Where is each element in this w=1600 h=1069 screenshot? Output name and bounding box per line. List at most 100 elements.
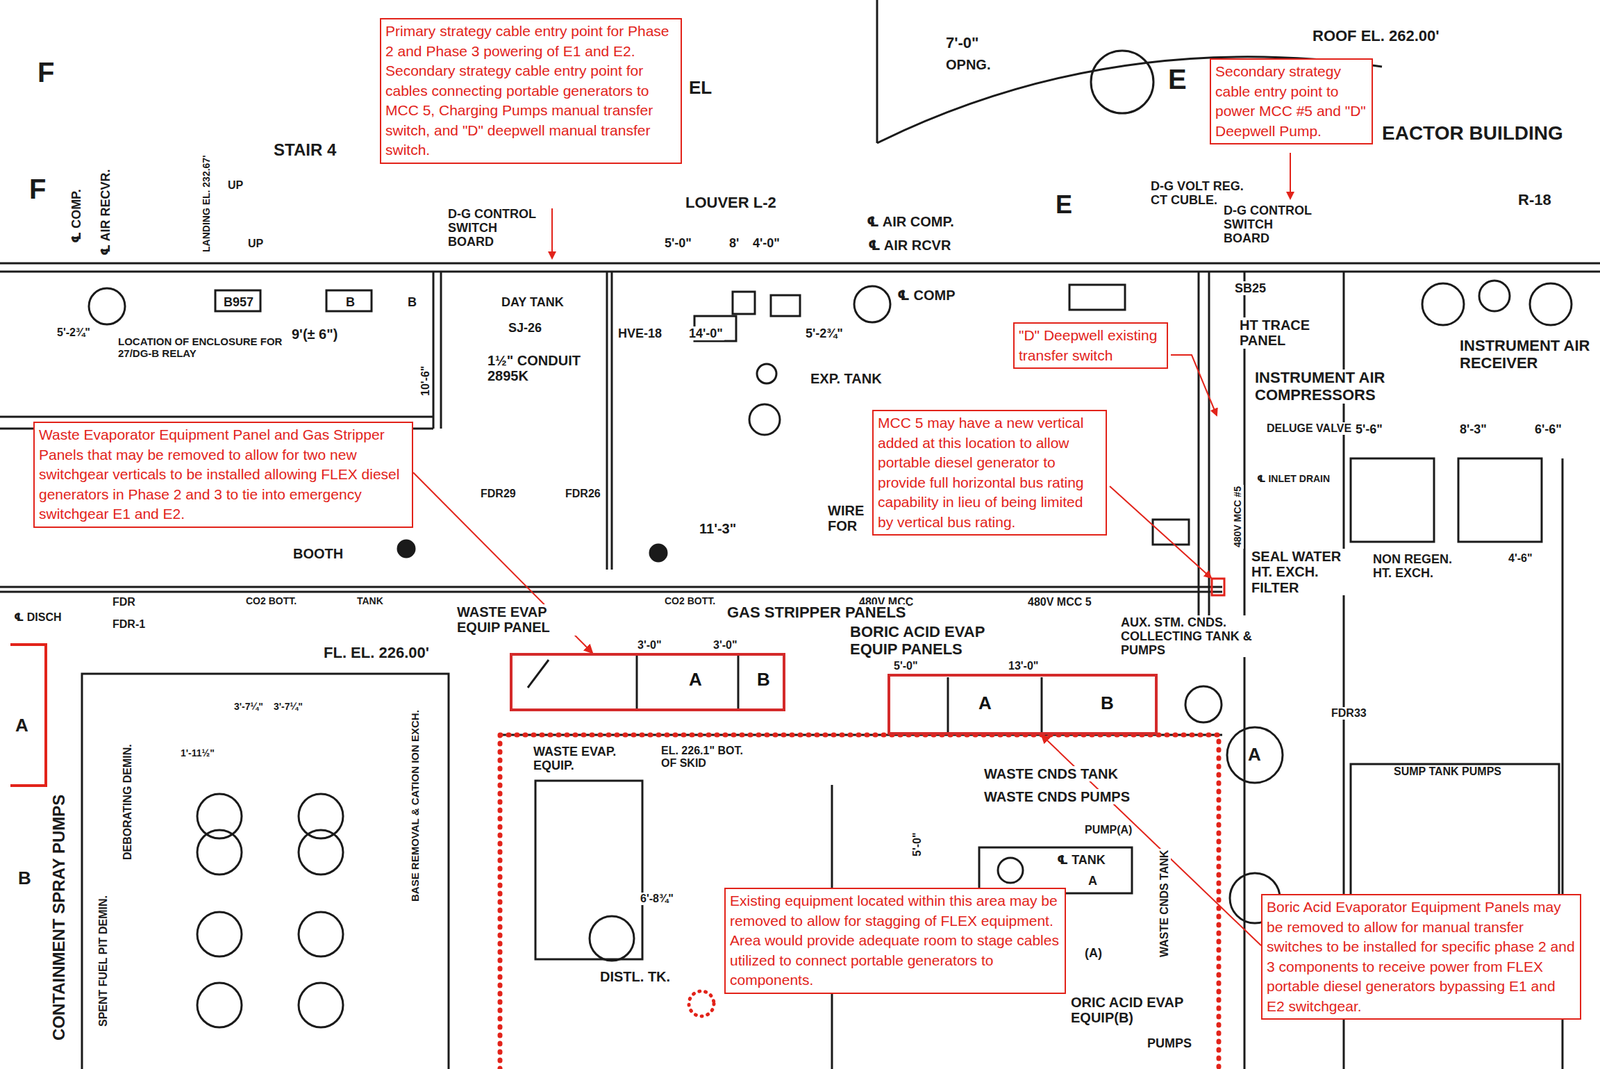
drawing-label: BASE REMOVAL & CATION ION EXCH. <box>409 708 422 903</box>
drawing-label: 9'(± 6") <box>290 326 339 342</box>
drawing-label: WASTE CNDS TANK <box>982 765 1120 782</box>
callout-text: Boric Acid Evaporator Equipment Panels m… <box>1266 897 1576 1016</box>
drawing-label: 3'-0" <box>711 638 739 652</box>
drawing-label: 4'-0" <box>751 236 782 250</box>
drawing-stroke <box>1529 283 1572 325</box>
callout-text: Primary strategy cable entry point for P… <box>385 21 677 62</box>
callout-box: Existing equipment located within this a… <box>724 887 1066 994</box>
drawing-label: PUMP(A) <box>1083 823 1134 837</box>
drawing-stroke <box>298 982 344 1028</box>
drawing-stroke <box>1040 677 1044 732</box>
callout-text: Area would provide adequate room to stag… <box>729 930 1061 991</box>
drawing-label: 6'-8¾" <box>638 892 675 905</box>
drawing-label: HT TRACE PANEL <box>1238 317 1339 349</box>
drawing-stroke <box>688 990 714 1016</box>
leader-lines <box>552 152 1291 578</box>
drawing-label: INSTRUMENT AIR COMPRESSORS <box>1253 369 1458 404</box>
drawing-label: 480V MCC 5 <box>1026 595 1094 609</box>
drawing-label: 14'-0" <box>687 326 725 341</box>
drawing-label: HVE-18 <box>616 326 664 341</box>
drawing-label: FDR29 <box>479 487 518 500</box>
drawing-stroke <box>636 655 639 709</box>
drawing-stroke <box>1227 727 1283 783</box>
drawing-label: BOOTH <box>291 545 345 562</box>
callout-box: "D" Deepwell existing transfer switch <box>1013 322 1169 369</box>
drawing-label: EL. 226.1" BOT. OF SKID <box>659 744 760 770</box>
drawing-stroke <box>737 655 740 709</box>
drawing-label: WIRE FOR <box>826 502 871 535</box>
drawing-label: A <box>1086 873 1099 888</box>
callout-text: Secondary strategy cable entry point for… <box>385 61 677 161</box>
callout-box: Secondary strategy cable entry point to … <box>1209 58 1373 145</box>
drawing-label: F <box>36 56 56 89</box>
drawing-label: ℄ AIR COMP. <box>865 213 956 230</box>
drawing-stroke <box>298 911 344 957</box>
red-markups <box>10 578 1225 1069</box>
drawing-label: ℄ AIR RECVR. <box>98 168 113 257</box>
drawing-label: ℄ COMP. <box>69 187 84 245</box>
drawing-stroke <box>197 911 242 957</box>
drawing-label: B <box>344 295 357 310</box>
drawing-label: R-18 <box>1516 191 1553 210</box>
drawing-stroke <box>589 915 635 961</box>
drawing-stroke <box>397 540 415 557</box>
drawing-stroke <box>611 271 614 570</box>
drawing-label: BORIC ACID EVAP EQUIP PANELS <box>848 623 1025 658</box>
drawing-stroke <box>197 829 242 875</box>
drawing-label: A <box>13 715 30 736</box>
drawing-label: 3'-0" <box>636 638 664 652</box>
drawing-label: A <box>1246 744 1263 765</box>
drawing-label: AUX. STM. CNDS. COLLECTING TANK & PUMPS <box>1119 615 1262 657</box>
drawing-label: TANK <box>355 595 385 607</box>
drawing-label: D-G CONTROL SWITCH BOARD <box>1222 203 1316 246</box>
drawing-label: D-G CONTROL SWITCH BOARD <box>446 206 540 249</box>
drawing-stroke <box>770 295 800 316</box>
drawing-stroke <box>215 290 261 312</box>
drawing-label: 7'-0" <box>944 34 980 53</box>
drawing-stroke <box>979 847 1132 894</box>
drawing-stroke <box>1289 152 1291 199</box>
callout-box: Primary strategy cable entry point for P… <box>379 18 682 164</box>
drawing-stroke <box>997 857 1023 883</box>
drawing-label: EXP. TANK <box>809 370 884 387</box>
drawing-stroke <box>756 363 777 384</box>
drawing-stroke <box>535 780 643 960</box>
panel-letter: B <box>755 669 772 690</box>
drawing-label: FL. EL. 226.00' <box>322 644 431 662</box>
drawing-label: ℄ COMP <box>895 287 957 303</box>
drawing-label: 4'-6" <box>1506 552 1535 565</box>
drawing-label: 1'-11½" <box>179 747 216 760</box>
drawing-label: 8' <box>727 236 741 250</box>
drawing-label: 480V MCC #5 <box>1232 484 1244 549</box>
callout-text: Existing equipment located within this a… <box>729 890 1061 931</box>
drawing-stroke <box>0 415 434 419</box>
drawing-label: E <box>1054 190 1074 219</box>
drawing-label: LOCATION OF ENCLOSURE FOR 27/DG-B RELAY <box>116 336 294 360</box>
drawing-stroke <box>197 982 242 1028</box>
drawing-stroke <box>197 793 242 839</box>
drawing-stroke <box>298 829 344 875</box>
drawing-stroke <box>606 271 609 570</box>
drawing-label: ℄ AIR RCVR <box>866 237 953 253</box>
drawing-label: F <box>27 173 48 205</box>
drawing-stroke <box>1350 763 1560 903</box>
drawing-stroke <box>1090 50 1154 114</box>
drawing-stroke <box>1422 283 1464 325</box>
drawing-label: DELUGE VALVE <box>1265 422 1353 435</box>
drawing-label: WASTE CNDS PUMPS <box>982 788 1132 805</box>
drawing-label: SEAL WATER HT. EXCH. FILTER <box>1250 548 1357 596</box>
drawing-label: EACTOR BUILDING <box>1380 122 1565 144</box>
drawing-label: B <box>16 868 33 889</box>
drawing-label: SPENT FUEL PIT DEMIN. <box>97 893 110 1028</box>
drawing-label: GAS STRIPPER PANELS <box>725 604 908 622</box>
drawing-stroke <box>81 673 449 1069</box>
callout-box: MCC 5 may have a new vertical added at t… <box>872 409 1107 536</box>
drawing-stroke <box>0 262 1600 265</box>
drawing-label: B957 <box>222 295 255 310</box>
drawing-stroke <box>1069 284 1125 310</box>
drawing-stroke <box>749 404 780 435</box>
drawing-stroke <box>854 286 891 323</box>
drawing-stroke <box>1211 578 1225 596</box>
drawing-label: E <box>1166 63 1189 96</box>
drawing-label: CO2 BOTT. <box>244 595 298 607</box>
